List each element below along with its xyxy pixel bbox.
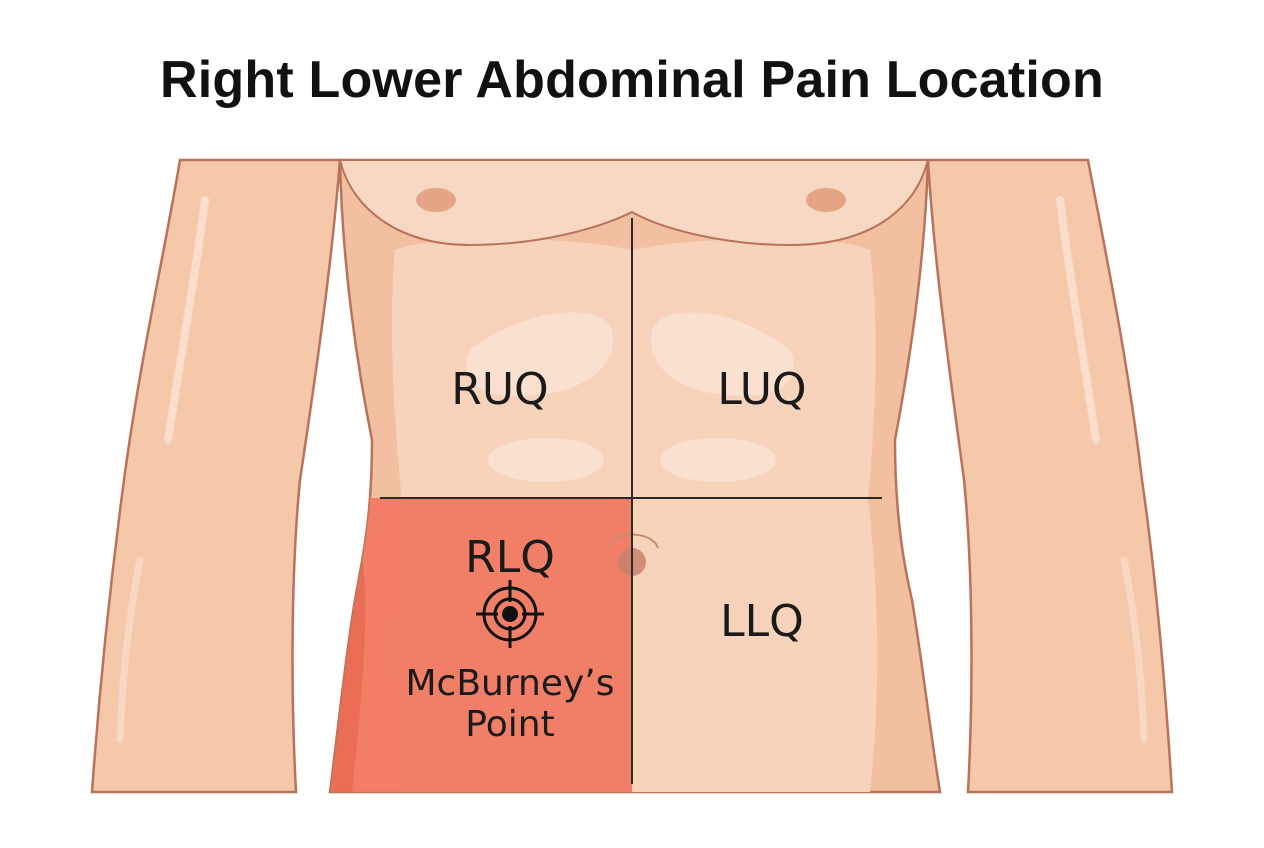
ab-highlight-upper-left	[651, 312, 794, 396]
crosshair-target-icon	[476, 580, 544, 648]
right-arm-shine	[164, 196, 209, 444]
nipple-left	[806, 188, 846, 212]
label-luq: LUQ	[717, 364, 806, 415]
left-arm-shine	[1056, 196, 1100, 444]
page-title: Right Lower Abdominal Pain Location	[160, 51, 1104, 109]
landmark-label-line2: Point	[465, 704, 554, 745]
nipple-right	[416, 188, 456, 212]
left-arm-shine-lower	[1120, 556, 1148, 744]
landmark-label-line1: McBurney’s	[405, 663, 614, 704]
label-ruq: RUQ	[451, 364, 548, 415]
left-arm	[926, 158, 1174, 794]
right-arm	[90, 158, 342, 794]
ab-highlight-mid-right	[488, 438, 604, 482]
ab-highlight-mid-left	[660, 438, 776, 482]
rlq-highlight	[330, 498, 632, 792]
ab-highlight-upper-right	[466, 312, 613, 396]
chest	[338, 160, 930, 247]
label-llq: LLQ	[720, 596, 804, 647]
right-arm-shine-lower	[116, 556, 144, 744]
label-rlq: RLQ	[465, 532, 555, 583]
